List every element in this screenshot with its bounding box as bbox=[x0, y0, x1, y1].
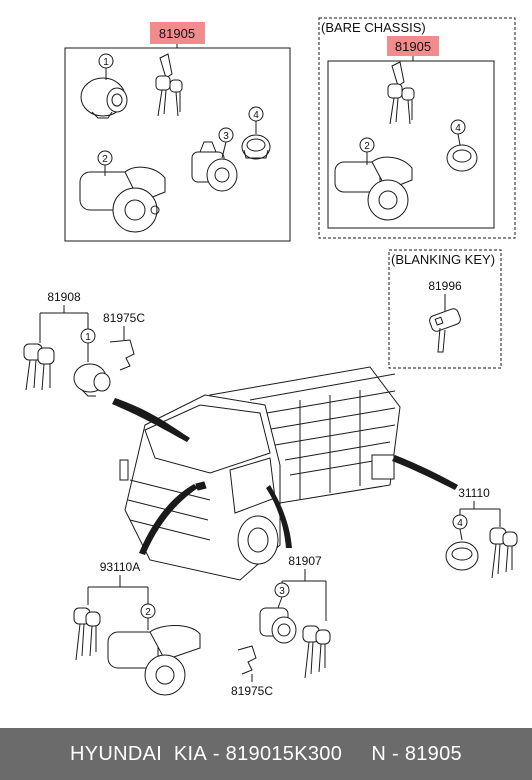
bare-chassis-box: (BARE CHASSIS) 81905 2 4 bbox=[318, 17, 516, 239]
bare-chassis-keys-part bbox=[387, 61, 415, 125]
footer-part-number: 819015K300 bbox=[225, 742, 343, 765]
clip-lower-label: 81975C bbox=[231, 684, 273, 698]
clip-upper-label: 81975C bbox=[103, 311, 145, 325]
glove-box-lock-part bbox=[191, 141, 238, 192]
top-assembly-box: 81905 1 2 bbox=[64, 22, 291, 242]
clip-upper-part bbox=[109, 339, 135, 371]
callout-3-label: 3 bbox=[223, 131, 229, 142]
ignition-key-pair bbox=[73, 607, 101, 661]
blanking-key-box: (BLANKING KEY) 81996 bbox=[388, 249, 502, 369]
bare-chassis-ignition-part bbox=[334, 156, 413, 221]
ignition-cylinder-part bbox=[107, 625, 201, 696]
glove-set-label: 81907 bbox=[288, 554, 322, 568]
bare-chassis-frame bbox=[318, 17, 516, 239]
callout-1-label: 1 bbox=[103, 57, 109, 68]
blanking-key-title: (BLANKING KEY) bbox=[391, 252, 495, 267]
glove-callout-3-label: 3 bbox=[279, 586, 285, 597]
ignition-set-label: 93110A bbox=[100, 560, 140, 574]
footer-bar: HYUNDAI KIA - 819015K300 N - 81905 bbox=[0, 728, 532, 780]
top-part-highlight bbox=[150, 22, 205, 44]
glove-set-group: 81907 3 81975C bbox=[231, 554, 331, 698]
bare-chassis-part-label: 81905 bbox=[395, 39, 431, 54]
parts-diagram: 81905 1 2 bbox=[23, 17, 518, 698]
fuel-cap-part bbox=[241, 134, 271, 160]
tank-callout-4-label: 4 bbox=[457, 518, 463, 529]
blanking-key-part-label: 81996 bbox=[428, 279, 462, 293]
bare-callout-4-label: 4 bbox=[455, 123, 461, 134]
top-part-label: 81905 bbox=[159, 26, 195, 41]
callout-2-label: 2 bbox=[102, 154, 108, 165]
callout-4-label: 4 bbox=[253, 110, 259, 121]
door-cylinder-part bbox=[73, 363, 111, 397]
truck-illustration bbox=[119, 366, 401, 581]
door-callout-1-label: 1 bbox=[85, 332, 91, 343]
footer-sep-1: - bbox=[206, 742, 226, 765]
glove-cylinder-part bbox=[259, 607, 297, 644]
tank-cap-part bbox=[445, 541, 479, 571]
bare-chassis-highlight bbox=[387, 36, 439, 56]
door-key-pair bbox=[23, 343, 55, 391]
tank-set-label: 31110 bbox=[458, 486, 490, 500]
ignition-callout-2-label: 2 bbox=[145, 607, 151, 618]
bare-callout-2-label: 2 bbox=[364, 141, 370, 152]
ignition-set-group: 93110A 2 bbox=[73, 560, 201, 696]
bare-chassis-inner-frame bbox=[327, 60, 495, 229]
top-box-frame bbox=[64, 47, 291, 242]
footer-ref: N - 81905 bbox=[371, 742, 462, 765]
blanking-key-frame bbox=[388, 249, 502, 369]
blanking-key-part bbox=[429, 308, 461, 353]
footer-gap bbox=[342, 743, 371, 766]
ignition-lock-part bbox=[79, 166, 166, 233]
footer-brand: HYUNDAI KIA bbox=[70, 742, 207, 765]
clip-lower-part bbox=[237, 645, 257, 675]
tank-set-group: 31110 4 bbox=[445, 486, 518, 579]
bare-chassis-title: (BARE CHASSIS) bbox=[321, 20, 426, 35]
leader-arrows bbox=[112, 398, 458, 555]
bare-chassis-cap-part bbox=[446, 144, 478, 172]
glove-key-pair bbox=[302, 625, 331, 679]
key-pair-part bbox=[155, 53, 183, 117]
tank-key-pair bbox=[489, 527, 518, 579]
door-key-set-label: 81908 bbox=[47, 290, 81, 304]
door-key-set-group: 81908 1 81975C bbox=[23, 290, 145, 397]
door-lock-cylinder-part bbox=[80, 77, 128, 119]
